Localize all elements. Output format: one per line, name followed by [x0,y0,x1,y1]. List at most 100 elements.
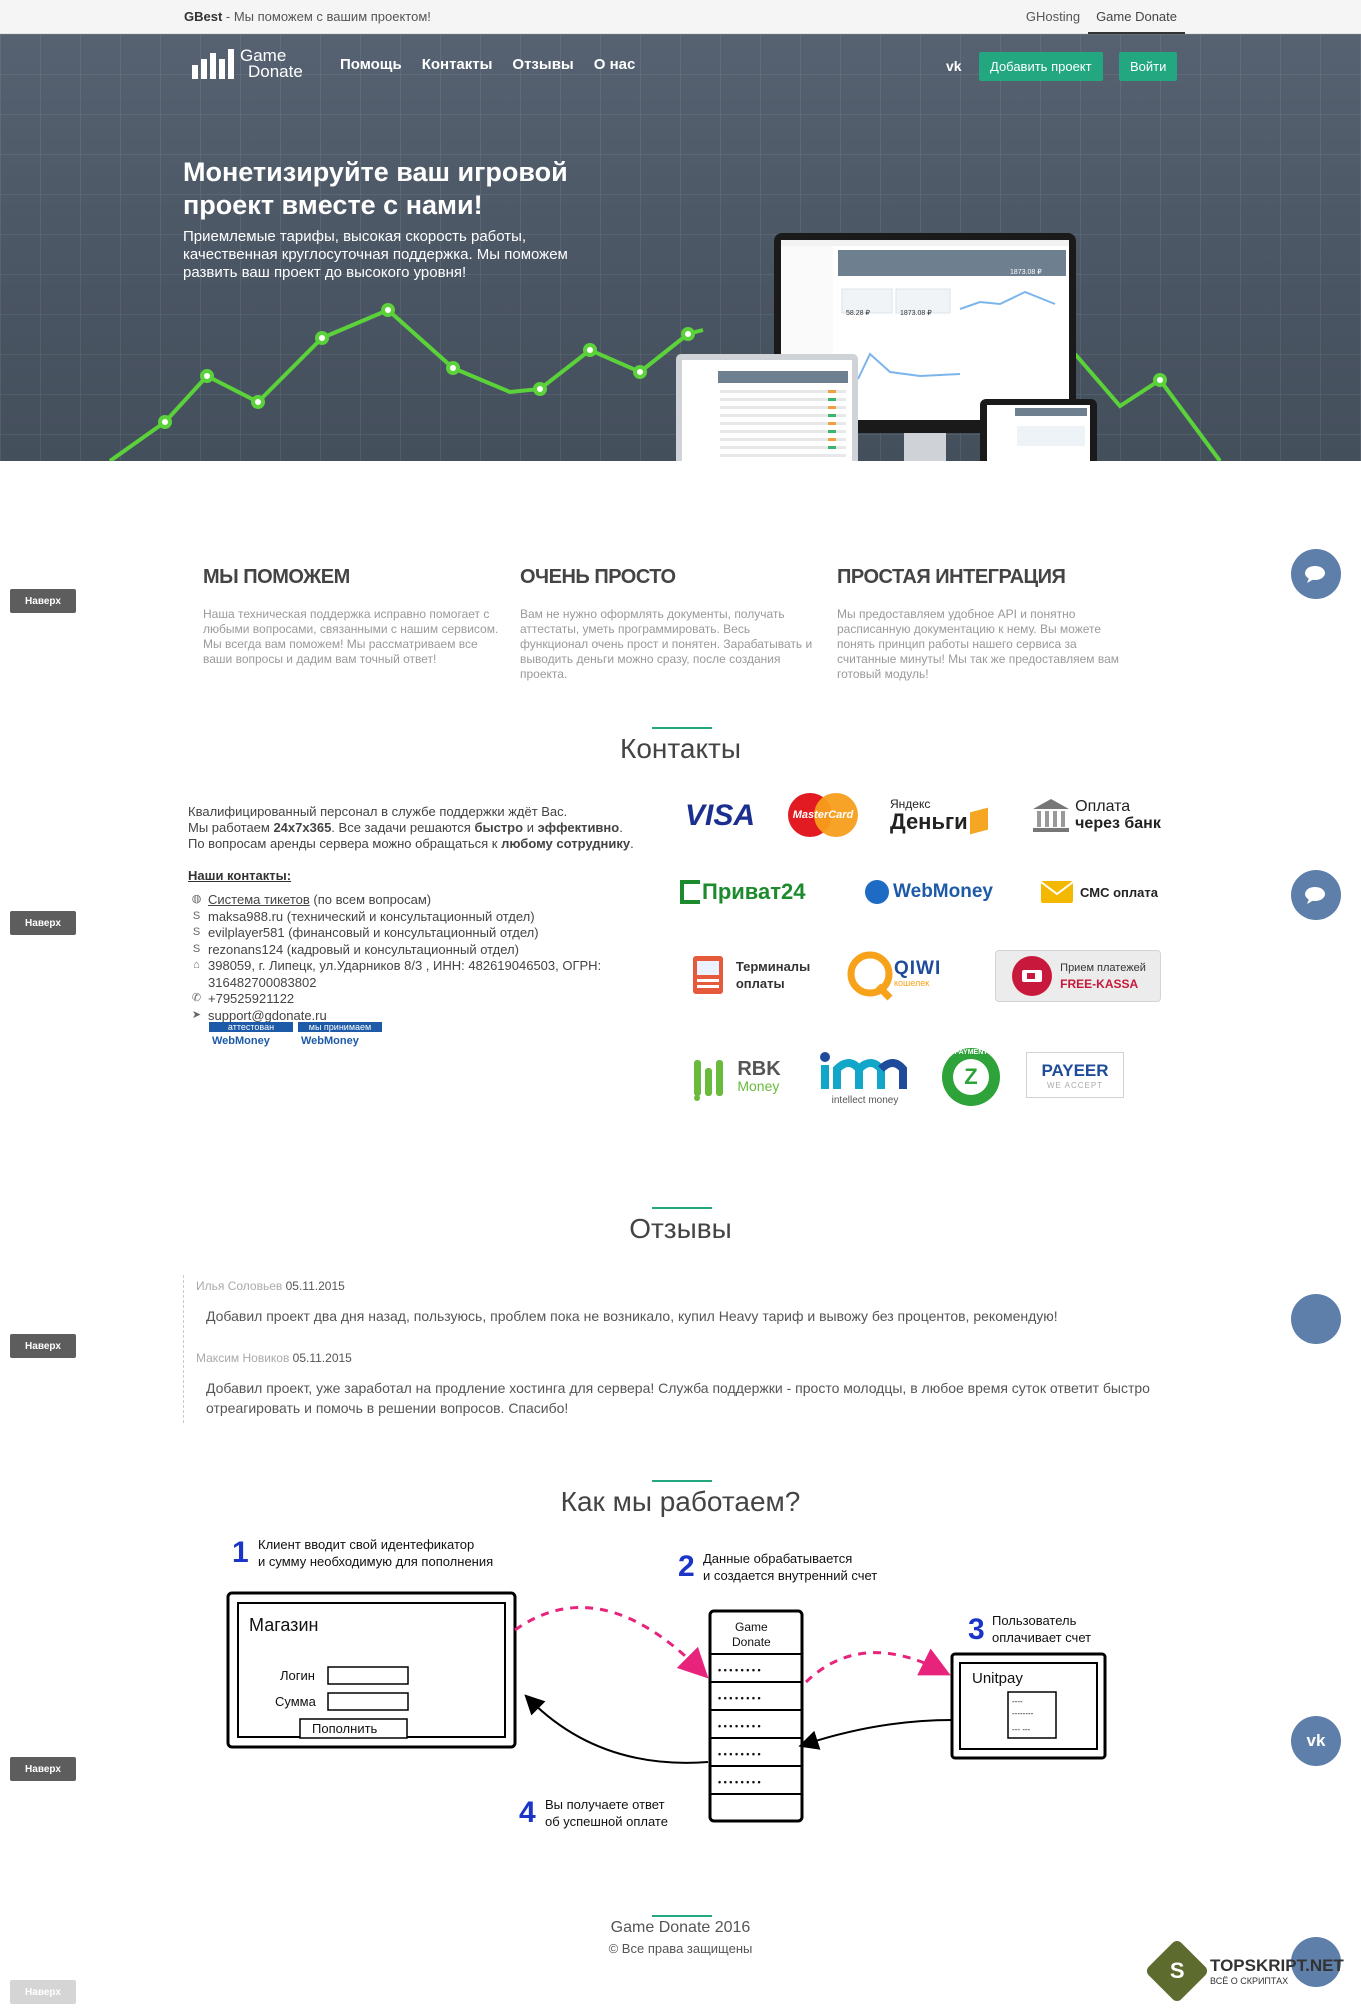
section-divider [652,727,712,729]
mastercard-logo: MasterCard [786,792,860,838]
webmoney-logo: WebMoney [864,872,994,912]
nav-reviews[interactable]: Отзывы [512,56,574,73]
chart-dot [583,343,597,357]
server-box [708,1609,804,1823]
top-link-gamedonate[interactable]: Game Donate [1088,0,1185,34]
topskript-name: TOPSKRIPT.NET [1210,1956,1344,1975]
tickets-link[interactable]: Система тикетов [208,892,310,907]
hero-subtitle: Приемлемые тарифы, высокая скорость рабо… [183,228,568,281]
back-to-top-button[interactable]: Наверх [10,911,76,935]
step-2-line-1: Данные обрабатывается [703,1551,852,1566]
webmoney-attested-badge[interactable]: аттестован WebMoney [209,1022,293,1050]
vk-icon[interactable]: vk [946,58,962,74]
nav-help[interactable]: Помощь [340,56,402,73]
server-label-2: Donate [732,1635,771,1649]
hero-chart-line-left [108,307,704,461]
feature-title: ПРОСТАЯ ИНТЕГРАЦИЯ [837,566,1066,588]
arrow-unitpay-to-server [798,1719,953,1750]
feature-help: МЫ ПОМОЖЕМ Наша техническая поддержка ис… [203,566,503,667]
logo[interactable]: Game Donate [192,47,303,80]
section-divider [652,1207,712,1209]
step-2-number: 2 [678,1550,695,1583]
unitpay-title: Unitpay [972,1670,1023,1687]
phone-icon: ✆ [191,992,202,1004]
main-nav: Помощь Контакты Отзывы О нас [340,56,635,73]
top-brand: GBest - Мы поможем с вашим проектом! [184,9,431,24]
contact-phone: ✆+79525921122 [191,991,295,1006]
pay-button [299,1718,408,1739]
contacts-line-3: По вопросам аренды сервера можно обращат… [188,836,634,851]
topskript-logo-icon: S [1144,1938,1210,2004]
payeer-logo: PAYEER WE ACCEPT [1026,1052,1124,1098]
feature-text: Вам не нужно оформлять документы, получа… [520,607,813,681]
contact-tickets: ◍Система тикетов (по всем вопросам) [191,892,432,907]
chart-dot [315,331,329,345]
review-date: 05.11.2015 [292,1351,352,1365]
brand-name[interactable]: GBest [184,9,223,24]
top-link-ghosting[interactable]: GHosting [1025,9,1081,24]
visa-logo: VISA [684,799,756,832]
back-to-top-button[interactable]: Наверх [10,1334,76,1358]
logo-text: Game Donate [240,47,303,80]
contacts-intro: Квалифицированный персонал в службе подд… [188,804,688,852]
top-links: GHosting Game Donate [1018,0,1185,34]
skype-icon: S [192,942,201,955]
circle-button[interactable] [1291,1937,1341,1987]
review-text: Добавил проект, уже заработал на продлен… [206,1380,1150,1416]
sum-label: Сумма [275,1694,317,1709]
nav-contacts[interactable]: Контакты [421,56,493,73]
vk-circle-button[interactable]: vk [1291,1716,1341,1766]
topskript-sub: ВСЁ О СКРИПТАХ [1210,1976,1289,1986]
login-button[interactable]: Войти [1119,52,1178,81]
contacts-line-1: Квалифицированный персонал в службе подд… [188,804,568,819]
section-divider [652,1915,712,1917]
how-title: Как мы работаем? [560,1486,801,1517]
vk-icon: vk [1306,1731,1326,1750]
server-slot: • • • • • • • • [718,1693,761,1703]
sum-input [327,1692,409,1711]
review-meta: Илья Соловьев 05.11.2015 [196,1279,345,1293]
privat24-logo: Приват24 [680,872,826,912]
step-3-line-1: Пользователь [992,1613,1077,1628]
chat-circle-button[interactable] [1291,870,1341,920]
feature-title: МЫ ПОМОЖЕМ [203,566,350,588]
hero-title: Монетизируйте ваш игровой проект вместе … [183,156,643,222]
back-to-top-button[interactable]: Наверх [10,1757,76,1781]
arrow-shop-to-server [514,1606,709,1679]
arrow-server-to-shop [524,1694,709,1764]
login-input [327,1666,409,1685]
step-4-number: 4 [519,1796,536,1829]
shop-title: Магазин [249,1615,318,1635]
tablet-mockup [980,399,1097,461]
contact-address: ⌂398059, г. Липецк, ул.Ударников 8/3 , И… [188,958,668,991]
chat-circle-button[interactable] [1291,549,1341,599]
step-1-line-1: Клиент вводит свой идентефикатор [258,1537,474,1552]
how-it-works-diagram: 1 Клиент вводит свой идентефикатор и сум… [226,1536,1107,1829]
add-project-button[interactable]: Добавить проект [979,52,1103,81]
server-slot: • • • • • • • • [718,1749,761,1759]
back-to-top-button[interactable]: Наверх [10,1980,76,2004]
svg-text:----: ---- [1012,1697,1023,1706]
envelope-icon [1040,881,1074,903]
webmoney-accept-badge[interactable]: мы принимаем WebMoney [298,1022,382,1050]
hero: 58.28 ₽ 1873.08 ₽ 1873.08 ₽ [0,34,1361,461]
review-text: Добавил проект два дня назад, пользуюсь,… [206,1308,1058,1324]
receipt [1007,1691,1057,1739]
hero-title-line-2: проект вместе с нами! [183,190,483,220]
nav-about[interactable]: О нас [593,56,636,73]
feature-text: Мы предоставляем удобное API и понятно р… [837,607,1120,681]
chart-dot [251,395,265,409]
server-label-1: Game [735,1620,768,1634]
globe-icon: ◍ [191,893,202,905]
back-to-top-button[interactable]: Наверх [10,589,76,613]
feature-text: Наша техническая поддержка исправно помо… [203,607,499,666]
free-kassa-logo: Прием платежей FREE-KASSA [995,950,1161,1002]
contacts-title: Контакты [620,733,741,764]
empty-circle-button[interactable] [1291,1294,1341,1344]
chart-dot [200,369,214,383]
skype-icon: S [192,926,201,938]
